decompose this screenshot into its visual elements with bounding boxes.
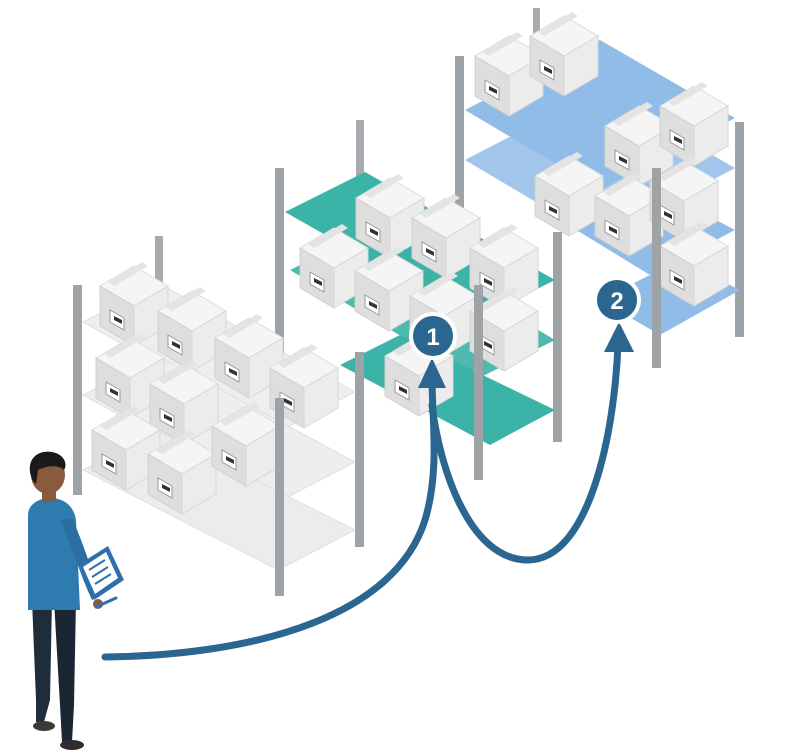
pick-marker-1: 1 xyxy=(409,312,457,360)
route-arrowhead-2 xyxy=(604,322,634,352)
pen xyxy=(94,596,118,609)
shelf-post xyxy=(474,285,483,480)
worker-leg xyxy=(32,600,52,722)
marker-1-label: 1 xyxy=(426,324,439,351)
shelf-post xyxy=(155,236,163,296)
pick-marker-2: 2 xyxy=(593,276,641,324)
worker-shoe xyxy=(60,740,84,750)
worker-shoe xyxy=(33,721,55,731)
shelf-post xyxy=(73,285,82,495)
shelf-unit-blue xyxy=(455,8,744,368)
shelf-post xyxy=(553,232,562,442)
worker-hair xyxy=(29,451,66,484)
pick-route xyxy=(101,339,622,661)
worker-shirt xyxy=(28,498,80,610)
route-arrowhead-1 xyxy=(418,358,446,388)
marker-2-label: 2 xyxy=(610,288,623,315)
shelf-post xyxy=(275,168,284,383)
shelf-unit-teal xyxy=(275,120,562,480)
route-segment-to-2 xyxy=(428,339,622,564)
shelf-post xyxy=(455,56,464,241)
shelf-post xyxy=(652,168,661,368)
worker-leg xyxy=(54,600,76,742)
shelf-unit-white xyxy=(73,236,364,596)
clipboard-paper xyxy=(83,552,118,594)
shelf-post xyxy=(735,122,744,337)
shelf-post xyxy=(356,120,364,200)
shelf-post xyxy=(355,352,364,547)
person-with-clipboard-icon xyxy=(28,451,124,750)
shelf-post xyxy=(275,398,284,596)
